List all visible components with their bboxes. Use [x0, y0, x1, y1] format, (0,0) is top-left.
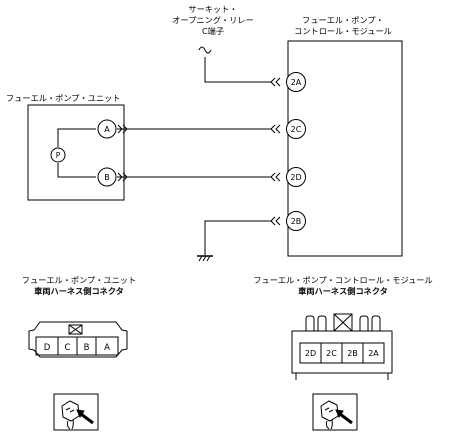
terminal-2a-circle: [286, 72, 306, 92]
pump-wire-top: [57, 128, 96, 147]
terminal-2d-circle: [286, 167, 306, 187]
relay-label-line3: C端子: [201, 26, 225, 36]
unit-pin-b: B: [84, 343, 90, 353]
pump-symbol-label: P: [56, 151, 61, 160]
unit-connector-drawing: [28, 321, 128, 358]
module-label-line1: フューエル・ポンプ・: [302, 15, 384, 25]
unit-label: フューエル・ポンプ・ユニット: [6, 93, 121, 103]
module-label-line2: コントロール・モジュール: [294, 26, 392, 36]
unit-connector-label-line2: 車両ハーネス側コネクタ: [34, 286, 124, 296]
relay-label-line2: オープニング・リレー: [172, 15, 254, 25]
module-box: [287, 40, 403, 257]
terminal-2c-circle: [286, 119, 306, 139]
terminal-2b-circle: [286, 211, 306, 231]
terminal-b-label: B: [104, 173, 110, 182]
pump-wire-bottom: [57, 163, 96, 178]
module-pin-2d: 2D: [305, 349, 316, 358]
module-connector-label-line1: フューエル・ポンプ・コントロール・モジュール: [253, 275, 433, 285]
module-connector-insert-icon: [312, 393, 358, 431]
terminal-2d-label: 2D: [290, 173, 301, 182]
terminal-a-circle: [97, 119, 117, 139]
terminal-2b-label: 2B: [291, 217, 302, 226]
chevron-2c: [270, 124, 281, 134]
terminal-b-circle: [97, 167, 117, 187]
ground-icon: [197, 255, 213, 262]
chevron-2a: [270, 77, 281, 87]
unit-connector-insert-icon: [53, 393, 99, 431]
chevron-2d: [270, 172, 281, 182]
terminal-2a-label: 2A: [291, 78, 302, 87]
relay-tilde: [198, 46, 212, 54]
relay-label-line1: サーキット・: [188, 4, 238, 14]
wire-2b-ground: [204, 220, 272, 255]
chevron-b: [117, 172, 128, 182]
chevron-2b: [270, 216, 281, 226]
pump-icon: [50, 147, 66, 163]
unit-box: [27, 104, 125, 201]
unit-pin-d: D: [44, 343, 51, 353]
module-connector-drawing: [291, 313, 393, 380]
module-connector-label-line2: 車両ハーネス側コネクタ: [298, 286, 388, 296]
module-pin-2b: 2B: [347, 349, 358, 358]
terminal-2c-label: 2C: [291, 125, 302, 134]
module-pin-2c: 2C: [326, 349, 337, 358]
unit-pin-c: C: [65, 343, 71, 353]
unit-pin-a: A: [104, 343, 110, 353]
terminal-a-label: A: [104, 125, 110, 134]
module-pin-2a: 2A: [368, 349, 379, 358]
chevron-a: [117, 124, 128, 134]
wire-relay-2a: [204, 57, 272, 83]
unit-connector-label-line1: フューエル・ポンプ・ユニット: [21, 275, 137, 285]
